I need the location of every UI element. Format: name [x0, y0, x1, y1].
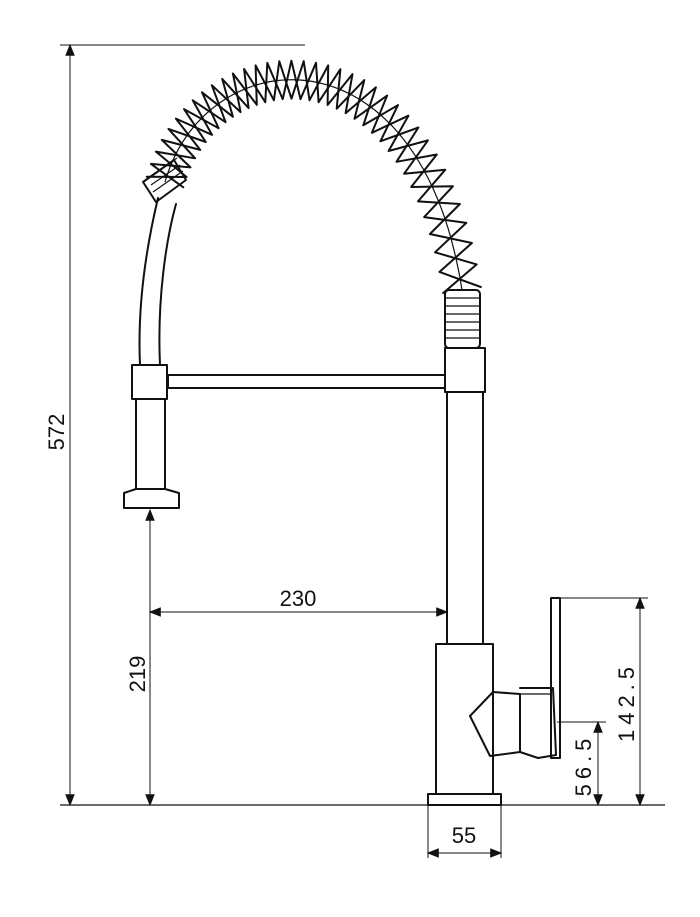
spring-inner-hose [164, 79, 463, 291]
spring-wire-front [149, 60, 478, 294]
dimension-handle-axis-height: 56.5 [557, 720, 606, 807]
dimension-base-width: 55 [426, 805, 503, 858]
spout-reach-label: 230 [280, 586, 317, 611]
vertical-column [446, 391, 484, 645]
spring-coil [145, 59, 482, 294]
dimension-total-height: 572 [44, 43, 305, 807]
dimension-spray-head-height: 219 [125, 508, 155, 807]
column-collar [444, 347, 486, 393]
spray-head-height-label: 219 [125, 656, 150, 693]
spray-head [123, 364, 180, 509]
horizontal-arm [167, 374, 446, 389]
handle-axis-height-label: 56.5 [571, 734, 596, 797]
spray-head-collar [131, 364, 168, 400]
base-plate [427, 793, 502, 806]
handle-height-label: 142.5 [614, 662, 639, 742]
handle-plate [550, 597, 561, 759]
spring-wire-back [145, 59, 482, 288]
dimension-spout-reach: 230 [148, 586, 449, 617]
total-height-label: 572 [44, 414, 69, 451]
spray-head-nozzle [123, 488, 180, 509]
spray-head-body [135, 398, 166, 490]
spring-collar-rings [445, 297, 480, 339]
spray-hose [138, 197, 177, 366]
base-width-label: 55 [452, 823, 476, 848]
handle-lever [469, 597, 561, 759]
dimension-handle-height: 142.5 [560, 596, 648, 807]
lower-body [435, 643, 494, 795]
faucet-body [167, 289, 502, 806]
spring-collar [444, 289, 481, 349]
